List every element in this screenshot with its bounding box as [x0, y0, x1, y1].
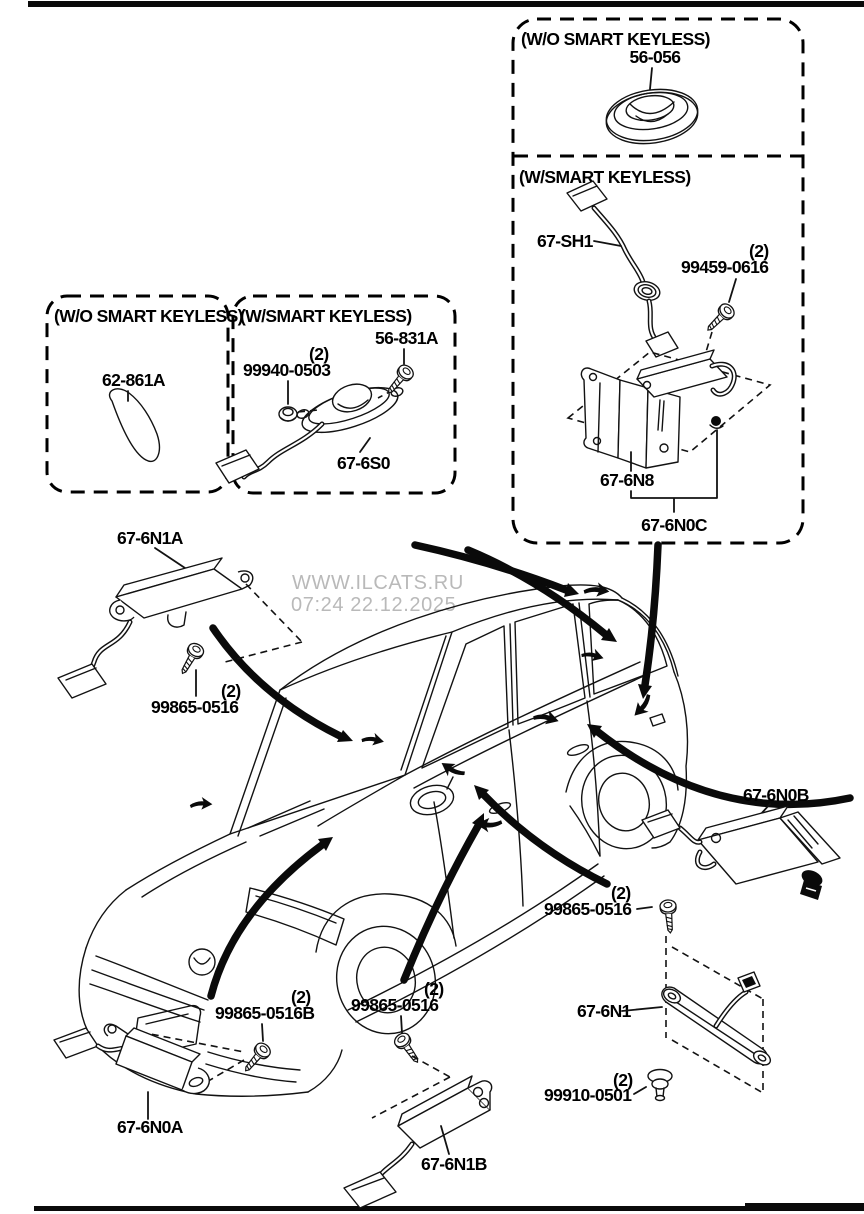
- part-number-99910-0501: 99910-0501: [544, 1085, 632, 1105]
- part-number-67-6n0a: 67-6N0A: [117, 1117, 184, 1137]
- part-number-99865-0516-front-roof: 99865-0516: [151, 697, 239, 717]
- part-number-67-6n1b: 67-6N1B: [421, 1154, 487, 1174]
- variant-label-w-smart-keyless: (W/SMART KEYLESS): [519, 167, 691, 187]
- variant-label-center-box: (W/SMART KEYLESS): [240, 306, 412, 326]
- part-number-99459-0616: 99459-0616: [681, 257, 769, 277]
- part-67-6n1b: (2) 99865-0516 67-6N1B: [343, 979, 493, 1209]
- watermark: WWW.ILCATS.RU 07:24 22.12.2025: [291, 572, 464, 616]
- part-67-6n0b: 67-6N0B: [641, 785, 841, 900]
- brand-emblem: [188, 948, 216, 976]
- screw-99459-0616: [701, 300, 738, 337]
- variant-label-wo-smart-keyless: (W/O SMART KEYLESS): [521, 29, 710, 49]
- front-wheel: [335, 925, 437, 1035]
- part-number-67-sh1: 67-SH1: [537, 231, 594, 251]
- variant-label-left-box: (W/O SMART KEYLESS): [54, 306, 243, 326]
- qty-99910-0501: (2): [613, 1070, 633, 1090]
- marker-arrow-cowl: [189, 796, 213, 811]
- part-number-99940-0503: 99940-0503: [243, 360, 331, 380]
- screw-99865-0516-liftgate: [658, 898, 679, 935]
- buzzer-56-056-drawing: [605, 88, 699, 145]
- screw-99865-0516-front-roof: [174, 640, 207, 679]
- part-number-62-861a: 62-861A: [102, 370, 166, 390]
- callout-box-top-right: (W/O SMART KEYLESS) 56-056 (W/SMART KEYL…: [511, 17, 805, 545]
- watermark-site: WWW.ILCATS.RU: [292, 572, 464, 594]
- part-number-67-6s0: 67-6S0: [337, 453, 391, 473]
- qty-99865-0516b: (2): [291, 987, 311, 1007]
- qty-99865-0516-liftgate: (2): [611, 883, 631, 903]
- part-67-6n1a: 67-6N1A (2) 99865-0516: [57, 528, 303, 717]
- callout-box-left: (W/O SMART KEYLESS) 62-861A: [45, 294, 243, 494]
- qty-99865-0516-center: (2): [424, 979, 444, 999]
- part-67-6n1: (2) 99865-0516 67-6N1 (2) 99910-0501: [544, 883, 772, 1105]
- cover-62-861a-drawing: [108, 388, 161, 463]
- marker-arrow-roof-front: [582, 580, 611, 599]
- qty-99459-0616: (2): [749, 241, 769, 261]
- part-number-67-6n0c: 67-6N0C: [641, 515, 708, 535]
- top-border-bar: [28, 1, 864, 7]
- bottom-border-bar: [34, 1206, 864, 1211]
- qty-99865-0516-front-roof: (2): [221, 681, 241, 701]
- screw-99865-0516b: [238, 1039, 274, 1077]
- watermark-timestamp: 07:24 22.12.2025: [291, 594, 456, 616]
- leader-swooshes: [207, 541, 854, 1000]
- bottom-border-bar-right: [745, 1203, 864, 1211]
- part-number-67-6n1: 67-6N1: [577, 1001, 632, 1021]
- part-number-67-6n0b: 67-6N0B: [743, 785, 809, 805]
- antenna-67-6s0-drawing: [215, 383, 404, 484]
- part-number-67-6n8: 67-6N8: [600, 470, 655, 490]
- harness-67-sh1-drawing: [566, 180, 679, 358]
- callout-box-center: (W/SMART KEYLESS) 56-831A (2) 99940-0503…: [215, 294, 457, 495]
- bracket-assembly-drawing: [566, 331, 772, 469]
- grommet-99910-0501-drawing: [647, 1068, 673, 1102]
- frame-bars: [28, 1, 864, 1211]
- part-number-67-6n1a: 67-6N1A: [117, 528, 184, 548]
- side-mirror: [409, 784, 455, 816]
- headlight: [245, 887, 345, 946]
- rear-wheel: [580, 754, 668, 850]
- part-number-99865-0516b: 99865-0516B: [215, 1003, 314, 1023]
- part-67-6n0a: (2) 99865-0516B 67-6N0A: [53, 987, 315, 1137]
- marker-arrow-windshield: [360, 730, 386, 748]
- screw-99865-0516-center: [391, 1029, 425, 1068]
- part-number-99865-0516-liftgate: 99865-0516: [544, 899, 632, 919]
- part-number-56-056: 56-056: [630, 47, 682, 67]
- part-number-99865-0516-center: 99865-0516: [351, 995, 439, 1015]
- qty-99940-0503: (2): [309, 344, 329, 364]
- part-number-56-831a: 56-831A: [375, 328, 439, 348]
